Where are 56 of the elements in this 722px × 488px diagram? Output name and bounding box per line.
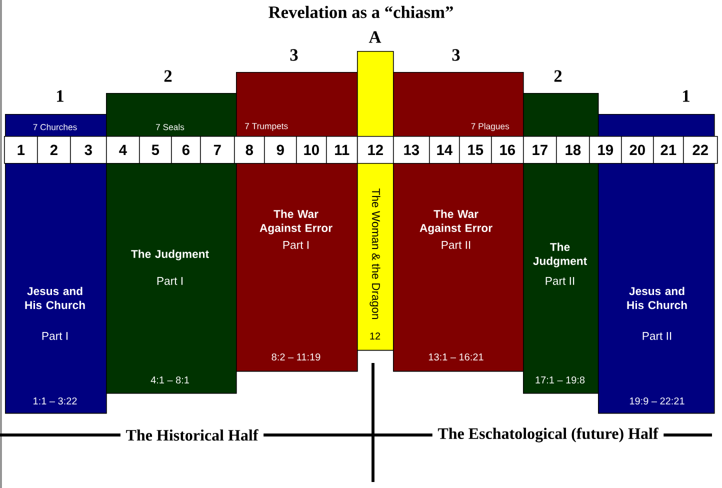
number-cell: 7 (200, 136, 235, 164)
number-cell: 5 (139, 136, 172, 164)
number-cell: 16 (491, 136, 524, 164)
number-cell: 22 (683, 136, 718, 164)
number-cell: 3 (70, 136, 107, 164)
verse-range: 8:2 – 11:19 (272, 353, 320, 361)
block-title: Jesus and His Church (627, 286, 687, 310)
block-title: The War Against Error (260, 210, 332, 234)
verse-range: 4:1 – 8:1 (150, 376, 189, 384)
part-label: Part II (546, 277, 574, 285)
title: Revelation as a “chiasm” (268, 6, 453, 18)
number-cell: 8 (234, 136, 265, 164)
number-cell: 4 (106, 136, 140, 164)
series-label: 7 Churches (33, 124, 77, 130)
verse-range: 13:1 – 16:21 (428, 353, 484, 361)
block-title: Jesus and His Church (25, 286, 85, 310)
part-label: Part I (157, 277, 182, 285)
part-label: Part II (442, 241, 470, 249)
number-cell: 9 (264, 136, 297, 164)
section-number: A (368, 31, 382, 43)
section-number: 2 (554, 70, 562, 82)
number-cell: 19 (589, 136, 622, 164)
section-number: 3 (290, 49, 298, 61)
verse-range: 19:9 – 22:21 (630, 397, 684, 405)
section-number: 1 (683, 90, 690, 102)
block-title: The Woman & the Dragon (370, 188, 380, 319)
block-title: The Judgment (533, 242, 587, 268)
number-cell: 11 (326, 136, 358, 164)
section-number: 2 (164, 70, 172, 82)
block-title: The War Against Error (420, 210, 492, 234)
part-label: Part I (42, 332, 68, 340)
number-cell: 12 (357, 136, 394, 164)
verse-range: 1:1 – 3:22 (34, 397, 77, 405)
section-number: 1 (57, 90, 64, 102)
series-label: 7 Plagues (471, 122, 510, 132)
block-title: The Judgment (131, 250, 209, 260)
chapter-number: 12 (370, 332, 380, 340)
half-label: The Eschatological (future) Half (432, 423, 664, 447)
number-cell: 18 (556, 136, 590, 164)
number-cell: 21 (653, 136, 684, 164)
series-label: 7 Seals (156, 124, 184, 130)
verse-range: 17:1 – 19:8 (536, 376, 585, 384)
number-cell: 17 (523, 136, 557, 164)
half-label: The Historical Half (120, 424, 264, 446)
series-label: 7 Trumpets (245, 123, 288, 131)
number-cell: 10 (296, 136, 327, 164)
number-cell: 15 (459, 136, 492, 164)
number-cell: 2 (37, 136, 71, 164)
number-cell: 13 (393, 136, 430, 164)
section-number: 3 (452, 49, 460, 61)
part-label: Part I (283, 241, 308, 249)
number-cell: 6 (171, 136, 201, 164)
number-cell: 1 (4, 136, 38, 164)
part-label: Part II (642, 332, 672, 340)
number-cell: 20 (621, 136, 654, 164)
number-cell: 14 (429, 136, 460, 164)
